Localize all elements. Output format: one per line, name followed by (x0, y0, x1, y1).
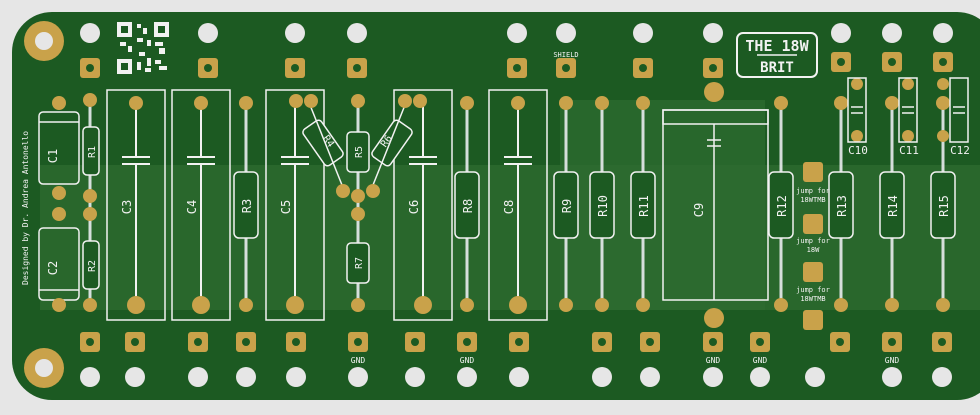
title-box (736, 32, 818, 78)
bottom-hole-row (80, 367, 952, 387)
label-r1: R1 (87, 146, 98, 158)
jump-note-1b: 18WTMB (800, 196, 825, 204)
gnd-label-5: GND (885, 356, 900, 365)
jump-note-3b: 18WTMB (800, 295, 825, 303)
label-c2: C2 (46, 261, 60, 275)
ceramic-capacitors (847, 77, 969, 143)
label-r11: R11 (637, 195, 651, 217)
label-r5: R5 (354, 146, 365, 158)
label-r14: R14 (886, 195, 900, 217)
gnd-label-2: GND (460, 356, 475, 365)
label-c4: C4 (185, 200, 199, 214)
shield-label: SHIELD (553, 51, 578, 59)
label-c5: C5 (279, 200, 293, 214)
title-line2: BRIT (760, 60, 794, 76)
label-c10: C10 (848, 144, 868, 157)
label-c6: C6 (407, 200, 421, 214)
component-pads (83, 78, 950, 328)
label-r3: R3 (240, 199, 254, 213)
designer-credit: Designed by Dr. Andrea Antonello (21, 131, 30, 285)
top-hole-row (80, 23, 953, 43)
label-r8: R8 (461, 199, 475, 213)
film-capacitors (106, 89, 769, 321)
title-line1: THE 18W (745, 37, 809, 55)
label-r12: R12 (775, 195, 789, 217)
label-c3: C3 (120, 200, 134, 214)
label-c1: C1 (46, 149, 60, 163)
label-c8: C8 (502, 200, 516, 214)
label-c11: C11 (899, 144, 919, 157)
jump-note-2b: 18W (807, 246, 820, 254)
qr-code-icon (117, 22, 169, 74)
label-r13: R13 (835, 195, 849, 217)
label-r15: R15 (937, 195, 951, 217)
label-c9: C9 (692, 203, 706, 217)
label-r9: R9 (560, 199, 574, 213)
label-r2: R2 (87, 260, 98, 272)
label-r10: R10 (596, 195, 610, 217)
gnd-label-3: GND (706, 356, 721, 365)
gnd-label-1: GND (351, 356, 366, 365)
jump-note-1a: jump for (796, 187, 830, 195)
gnd-label-4: GND (753, 356, 768, 365)
label-r7: R7 (354, 257, 365, 269)
label-c12: C12 (950, 144, 970, 157)
jump-note-2a: jump for (796, 237, 830, 245)
resistors (82, 126, 956, 290)
jumper-pads (803, 162, 823, 330)
jump-note-3a: jump for (796, 286, 830, 294)
